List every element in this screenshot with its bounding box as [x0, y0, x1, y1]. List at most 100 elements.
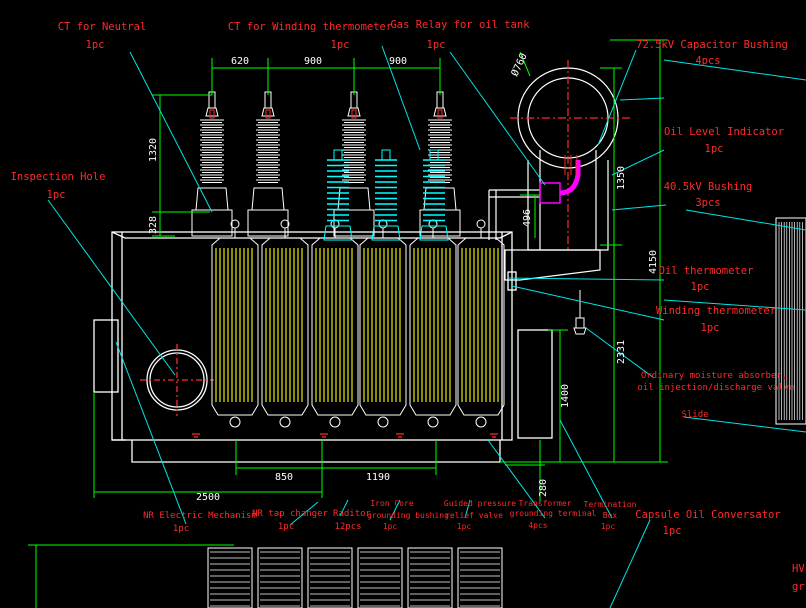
bottom-radiator [457, 547, 503, 608]
dim-850: 850 [275, 472, 293, 483]
bushing-shed [428, 129, 452, 133]
label-hv-partial-1: HV [792, 563, 805, 575]
label-absorber-2: oil injection/discharge valve [637, 383, 794, 393]
bushing-shed [256, 144, 280, 148]
bushing-shed [256, 129, 280, 133]
lv-bushing-base [323, 225, 353, 241]
label-ct-neutral: CT for Neutral [58, 21, 147, 33]
bushing-shed [342, 134, 366, 138]
bushing-shed [256, 139, 280, 143]
winding-thermometer-device [573, 290, 587, 335]
bushing-shed [200, 134, 224, 138]
hv-bushing-group [191, 91, 461, 237]
bushing-shed [342, 119, 366, 123]
lv-bushing [371, 149, 401, 241]
radiator-panel [261, 219, 309, 428]
radiator-frame [409, 237, 457, 416]
lv-bushing-top [333, 149, 343, 161]
radiator-frame [261, 237, 309, 416]
bottom-radiator-frame [307, 547, 353, 608]
label-guided-1: Guided pressure [444, 499, 516, 508]
label-hv-partial-2: gr [792, 581, 805, 593]
bushing-shed [342, 124, 366, 128]
label-absorber-1: Ordinary moisture absorber, [641, 371, 787, 381]
ground-symbol [320, 433, 328, 438]
label-ct-winding-qty: 1pc [331, 39, 350, 51]
bushing-shed [256, 154, 280, 158]
label-termination-1: Termination [584, 500, 637, 509]
lv-bushing-top [381, 149, 391, 161]
bushing-shed [256, 164, 280, 168]
label-nr-tap: NR tap changer [252, 509, 328, 519]
label-capsule: Capsule Oil Conversator [635, 509, 780, 521]
hv-bushing [191, 91, 233, 237]
label-gas-relay-qty: 1pc [427, 39, 446, 51]
dim-620: 620 [231, 56, 249, 67]
label-oil-level-qty: 1pc [705, 143, 724, 155]
bushing-shed [256, 174, 280, 178]
dim-1320: 1320 [148, 138, 159, 162]
bushing-shed [256, 134, 280, 138]
label-nr-mech: NR Electric Mechanism [143, 511, 257, 521]
dim-900-left: 900 [304, 56, 322, 67]
dim-496: 496 [522, 209, 533, 227]
label-guided-2: relief valve [445, 511, 503, 520]
bushing-shed [200, 144, 224, 148]
dim-2500: 2500 [196, 492, 220, 503]
label-radiator: Raditor [333, 509, 372, 519]
label-nr-mech-qty: 1pc [173, 524, 189, 534]
label-inspection: Inspection Hole [11, 171, 106, 183]
label-iron-core-2: grounding bushing [367, 511, 449, 520]
bottom-radiator [257, 547, 303, 608]
bushing-shed [342, 169, 366, 173]
tank [93, 231, 553, 463]
dim-328: 328 [148, 216, 159, 234]
dim-280: 280 [538, 479, 549, 497]
bushing-shed [342, 129, 366, 133]
bushing-turret [333, 209, 375, 237]
label-oil-thermo: Oil thermometer [659, 265, 754, 277]
dim-4150: 4150 [648, 250, 659, 274]
label-guided-qty: 1pc [457, 522, 472, 531]
bushing-core [265, 109, 271, 119]
radiator-valve [377, 416, 389, 428]
radiator-panel [311, 219, 359, 428]
bushing-shed [342, 149, 366, 153]
lv-bushing-base [419, 225, 449, 241]
ground-symbol [192, 433, 200, 438]
bushing-shed [200, 124, 224, 128]
conservator [504, 60, 630, 281]
lv-bushing [419, 149, 449, 241]
radiator-panel [409, 219, 457, 428]
bushing-shed [428, 139, 452, 143]
radiator-valve [329, 416, 341, 428]
lv-bushing-base [371, 225, 401, 241]
bushing-shed [428, 169, 452, 173]
label-bushing-725: 72.5kV Capacitor Bushing [636, 39, 788, 51]
bushing-shed [200, 164, 224, 168]
bottom-radiator-frame [407, 547, 453, 608]
bushing-shed [256, 159, 280, 163]
bushing-head [347, 107, 361, 117]
bushing-shed [256, 169, 280, 173]
dim-900-right: 900 [389, 56, 407, 67]
bushing-head [261, 107, 275, 117]
dim-1350: 1350 [616, 166, 627, 190]
bushing-head [205, 107, 219, 117]
bushing-shed [428, 134, 452, 138]
ground-symbol [490, 433, 498, 438]
bushing-shed [200, 119, 224, 123]
radiator-top-valve [476, 219, 486, 229]
label-iron-core-qty: 1pc [383, 522, 398, 531]
bushing-turret [247, 209, 289, 237]
bushing-shed [200, 149, 224, 153]
label-winding-thermo-qty: 1pc [701, 322, 720, 334]
label-bushing-405: 40.5kV Bushing [664, 181, 753, 193]
radiator-valve [229, 416, 241, 428]
bushing-shed [200, 174, 224, 178]
bushing-shed [428, 144, 452, 148]
bushing-base [251, 187, 285, 211]
bottom-radiator [357, 547, 403, 608]
bushing-core [209, 109, 215, 119]
